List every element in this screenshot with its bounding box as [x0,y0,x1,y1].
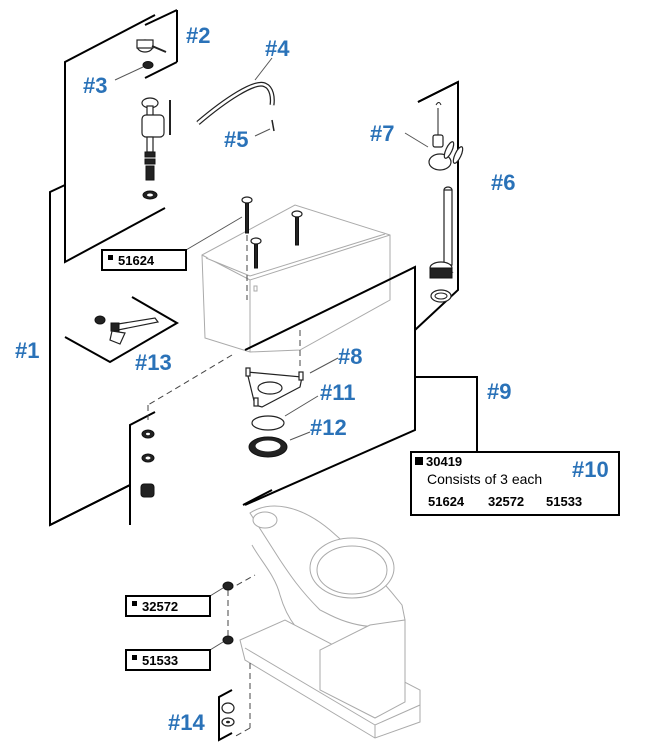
callout-4[interactable]: #4 [265,36,290,61]
bolt-washer-set-part [140,429,155,498]
tank-handle-part [136,39,167,53]
fill-valve-frame [64,14,166,264]
toilet-bowl-part [239,489,421,739]
fill-valve-part [141,97,171,200]
part-number-washer: 32572 [142,599,178,614]
callout-1[interactable]: #1 [15,338,39,363]
callout-6[interactable]: #6 [491,170,515,195]
tank-bolts-part [241,196,303,269]
kit-component-1: 51624 [428,494,465,509]
tank-to-bowl-gasket-part [251,415,285,431]
washer-set-frame [129,411,156,525]
callout-5[interactable]: #5 [224,127,248,152]
flush-valve-frame-top [417,81,459,103]
kit-component-3: 51533 [546,494,582,509]
callout-10[interactable]: #10 [572,457,609,482]
flapper-part [428,102,464,171]
kit-box[interactable]: 30419 Consists of 3 each 51624 32572 515… [410,451,620,516]
callout-3[interactable]: #3 [83,73,107,98]
flush-valve-part [429,186,454,303]
part-number-nut: 51533 [142,653,178,668]
callout-9[interactable]: #9 [487,379,511,404]
refill-tube-part [196,81,275,125]
part-number-tank-bolt: 51624 [118,253,155,268]
bolt-cap-frame [218,689,233,742]
callout-11[interactable]: #11 [320,380,356,405]
callout-13[interactable]: #13 [135,350,172,375]
part-box-washer[interactable]: 32572 [125,595,211,617]
callout-2[interactable]: #2 [186,23,210,48]
kit-part-number: 30419 [426,454,462,469]
kit-description: Consists of 3 each [427,471,542,487]
trip-lever-frame [64,296,179,364]
kit-component-2: 32572 [488,494,524,509]
tank-part [201,204,391,353]
spud-washer-part [248,436,288,458]
refill-clip-part [271,119,275,132]
gasket-group-frame [244,265,416,506]
tank-gasket-plate-part [245,367,304,408]
group-9-connector [415,376,478,452]
bolt-cap-part [221,702,235,714]
callout-8[interactable]: #8 [338,344,362,369]
group-1-frame-bottom [49,484,131,526]
part-box-tank-bolt[interactable]: 51624 [101,249,187,271]
group-1-frame [49,184,131,527]
callout-14[interactable]: #14 [168,710,205,735]
bowl-nut-part [222,635,234,645]
bowl-washer-part [222,581,234,591]
washer-part [142,61,154,69]
callout-12[interactable]: #12 [310,415,347,440]
trip-lever-part [94,315,160,345]
part-box-nut[interactable]: 51533 [125,649,211,671]
callout-7[interactable]: #7 [370,121,394,146]
fill-valve-frame-tick2 [144,61,178,79]
fill-valve-frame-tick1 [144,9,178,26]
